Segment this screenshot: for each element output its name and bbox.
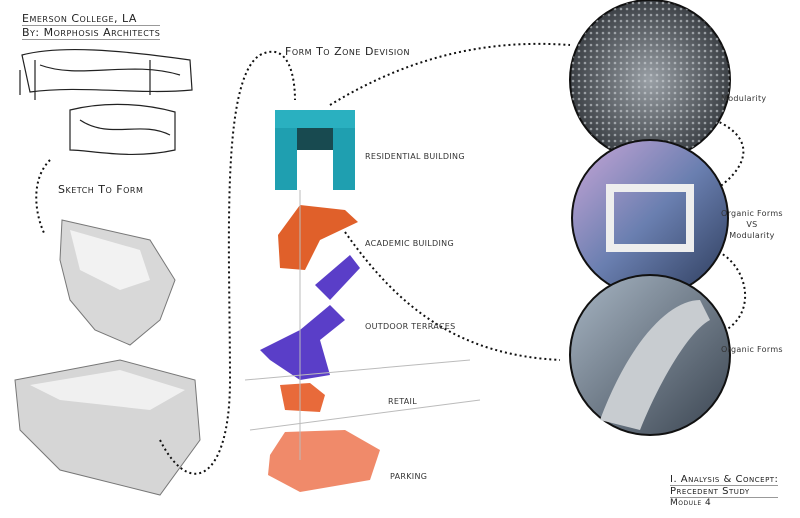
zone-label-academic: Academic Building [365, 239, 454, 248]
project-title: Emerson College, LA By: Morphosis Archit… [22, 12, 161, 40]
concept-sketch [19, 48, 193, 156]
zone-label-retail: Retail [388, 397, 417, 406]
form-to-zone-label: Form To Zone Devision [285, 45, 411, 58]
massing-model-2 [14, 359, 201, 496]
footer-line-1: I. Analysis & Concept: [670, 474, 779, 486]
module-footer: I. Analysis & Concept: Precedent Study M… [670, 474, 779, 509]
zone-label-residential: Residential Building [365, 152, 465, 161]
zone-label-parking: Parking [390, 472, 428, 481]
flow-arrows [35, 42, 746, 475]
sketch-to-form-label: Sketch To Form [58, 183, 144, 196]
photo-organic-vs-modularity [571, 139, 729, 297]
title-line-1: Emerson College, LA [22, 12, 161, 26]
footer-line-3: Module 4 [670, 498, 712, 508]
caption-line: Modularity [729, 231, 775, 240]
zone-retail [280, 383, 325, 412]
zone-terraces [260, 255, 360, 380]
zone-academic [278, 205, 358, 270]
caption-line: VS [746, 220, 758, 229]
title-line-2: By: Morphosis Architects [22, 26, 161, 40]
footer-line-2: Precedent Study [670, 486, 779, 498]
zone-label-terraces: Outdoor Terraces [365, 322, 456, 331]
caption-organic-forms: Organic Forms [721, 345, 783, 354]
zone-parking [268, 430, 380, 492]
caption-line: Organic Forms [721, 209, 783, 218]
caption-organic-vs-modularity: Organic Forms VS Modularity [721, 208, 783, 241]
massing-model-1 [59, 219, 176, 346]
zone-residential [275, 110, 355, 190]
caption-modularity: Modularity [721, 94, 767, 103]
